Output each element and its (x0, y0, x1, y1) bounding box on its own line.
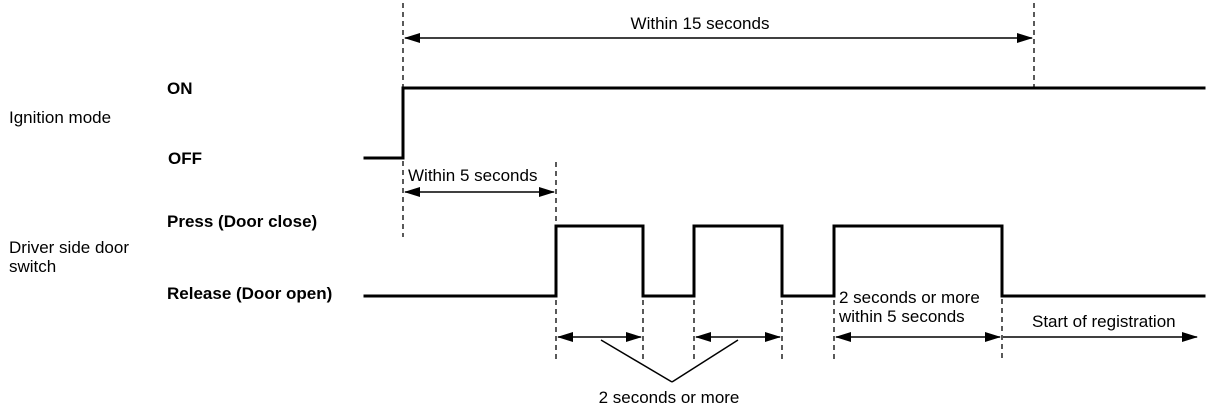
leader-line-right (671, 339, 739, 383)
ignition-off-level-label: OFF (168, 149, 202, 168)
leader-line-left (600, 339, 673, 383)
door-release-level-label: Release (Door open) (167, 284, 332, 303)
door-switch-waveform (363, 224, 1206, 298)
door-switch-group-label-line1: Driver side door (9, 238, 129, 257)
ignition-mode-group-label: Ignition mode (9, 108, 111, 127)
hold-duration-label-line1: 2 seconds or more (839, 288, 980, 307)
ignition-on-level-label: ON (167, 79, 193, 98)
pulse-width-label: 2 seconds or more (599, 388, 740, 407)
ignition-waveform (363, 86, 1206, 160)
pulse-width-leader-lines (600, 339, 739, 383)
within-15-seconds-label: Within 15 seconds (631, 14, 770, 33)
within-5-seconds-label: Within 5 seconds (408, 166, 537, 185)
door-press-level-label: Press (Door close) (167, 212, 317, 231)
dimension-arrows (404, 33, 1198, 342)
dashed-guide-lines (402, 3, 1035, 363)
hold-duration-label-line2: within 5 seconds (838, 307, 965, 326)
door-switch-group-label-line2: switch (9, 257, 56, 276)
start-of-registration-label: Start of registration (1032, 312, 1176, 331)
